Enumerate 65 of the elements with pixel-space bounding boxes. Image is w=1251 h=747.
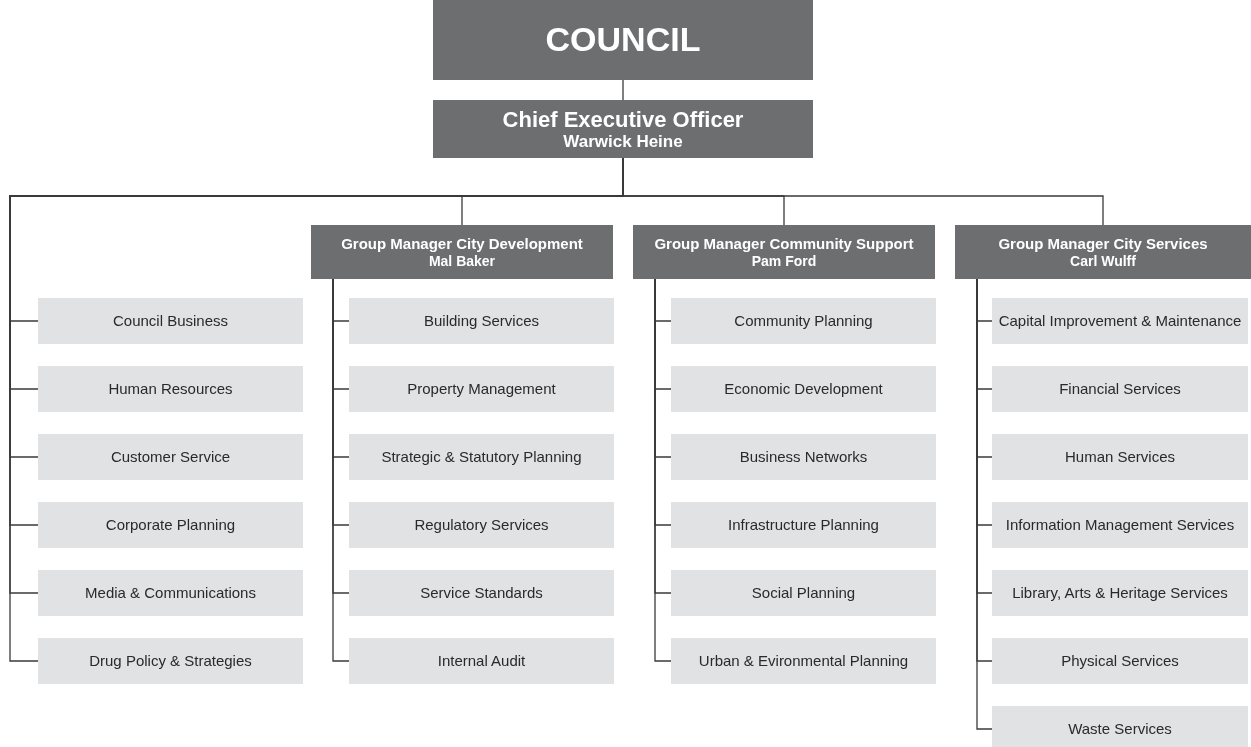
unit-box (38, 434, 303, 480)
person-name: Mal Baker (428, 252, 496, 269)
unit-box (671, 570, 936, 616)
unit-box (349, 570, 614, 616)
unit-box (992, 434, 1248, 480)
person-name: Pam Ford (751, 252, 817, 269)
unit-name: Service Standards (420, 584, 543, 602)
unit-box (349, 502, 614, 548)
unit-name: Library, Arts & Heritage Services (1012, 584, 1228, 602)
role-title: Group Manager City Services (998, 235, 1208, 253)
unit-name: Social Planning (751, 584, 856, 602)
unit-name: Customer Service (110, 448, 231, 466)
unit-box (671, 502, 936, 548)
unit-box (38, 502, 303, 548)
unit-box (349, 366, 614, 412)
unit-box (992, 366, 1248, 412)
title-box (433, 0, 813, 80)
unit-box (671, 434, 936, 480)
unit-box (992, 570, 1248, 616)
title-box (433, 100, 813, 158)
person-name: Warwick Heine (563, 131, 683, 152)
unit-box (671, 366, 936, 412)
unit-box (671, 638, 936, 684)
unit-name: Waste Services (1068, 720, 1172, 738)
role-title: Group Manager City Development (341, 235, 583, 253)
unit-box (38, 570, 303, 616)
unit-box (992, 502, 1248, 548)
unit-box (38, 366, 303, 412)
unit-name: Council Business (112, 312, 229, 330)
role-title: Group Manager Community Support (654, 235, 914, 253)
unit-name: Urban & Evironmental Planning (698, 652, 909, 670)
unit-box (349, 638, 614, 684)
unit-name: Capital Improvement & Maintenance (998, 312, 1242, 330)
connector-line (622, 79, 624, 101)
unit-box (992, 638, 1248, 684)
unit-name: Financial Services (1059, 380, 1181, 398)
unit-box (992, 298, 1248, 344)
unit-box (671, 298, 936, 344)
unit-name: Human Resources (108, 380, 233, 398)
role-title: COUNCIL (545, 20, 701, 60)
unit-name: Infrastructure Planning (728, 516, 879, 534)
unit-name: Regulatory Services (414, 516, 549, 534)
unit-name: Physical Services (1061, 652, 1179, 670)
unit-name: Community Planning (734, 312, 873, 330)
unit-box (38, 298, 303, 344)
unit-name: Building Services (423, 312, 540, 330)
manager-box (633, 225, 935, 279)
unit-name: Media & Communications (85, 584, 256, 602)
manager-box (955, 225, 1251, 279)
unit-name: Property Management (407, 380, 556, 398)
unit-box (349, 298, 614, 344)
manager-box (311, 225, 613, 279)
unit-name: Human Services (1064, 448, 1175, 466)
unit-name: Drug Policy & Strategies (89, 652, 252, 670)
unit-box (38, 638, 303, 684)
person-name: Carl Wulff (1070, 252, 1136, 269)
unit-name: Strategic & Statutory Planning (381, 448, 582, 466)
role-title: Chief Executive Officer (502, 106, 744, 132)
unit-box (992, 706, 1248, 747)
unit-name: Corporate Planning (105, 516, 236, 534)
unit-name: Business Networks (739, 448, 868, 466)
unit-name: Information Management Services (1005, 516, 1235, 534)
unit-name: Economic Development (724, 380, 883, 398)
unit-name: Internal Audit (437, 652, 526, 670)
unit-box (349, 434, 614, 480)
